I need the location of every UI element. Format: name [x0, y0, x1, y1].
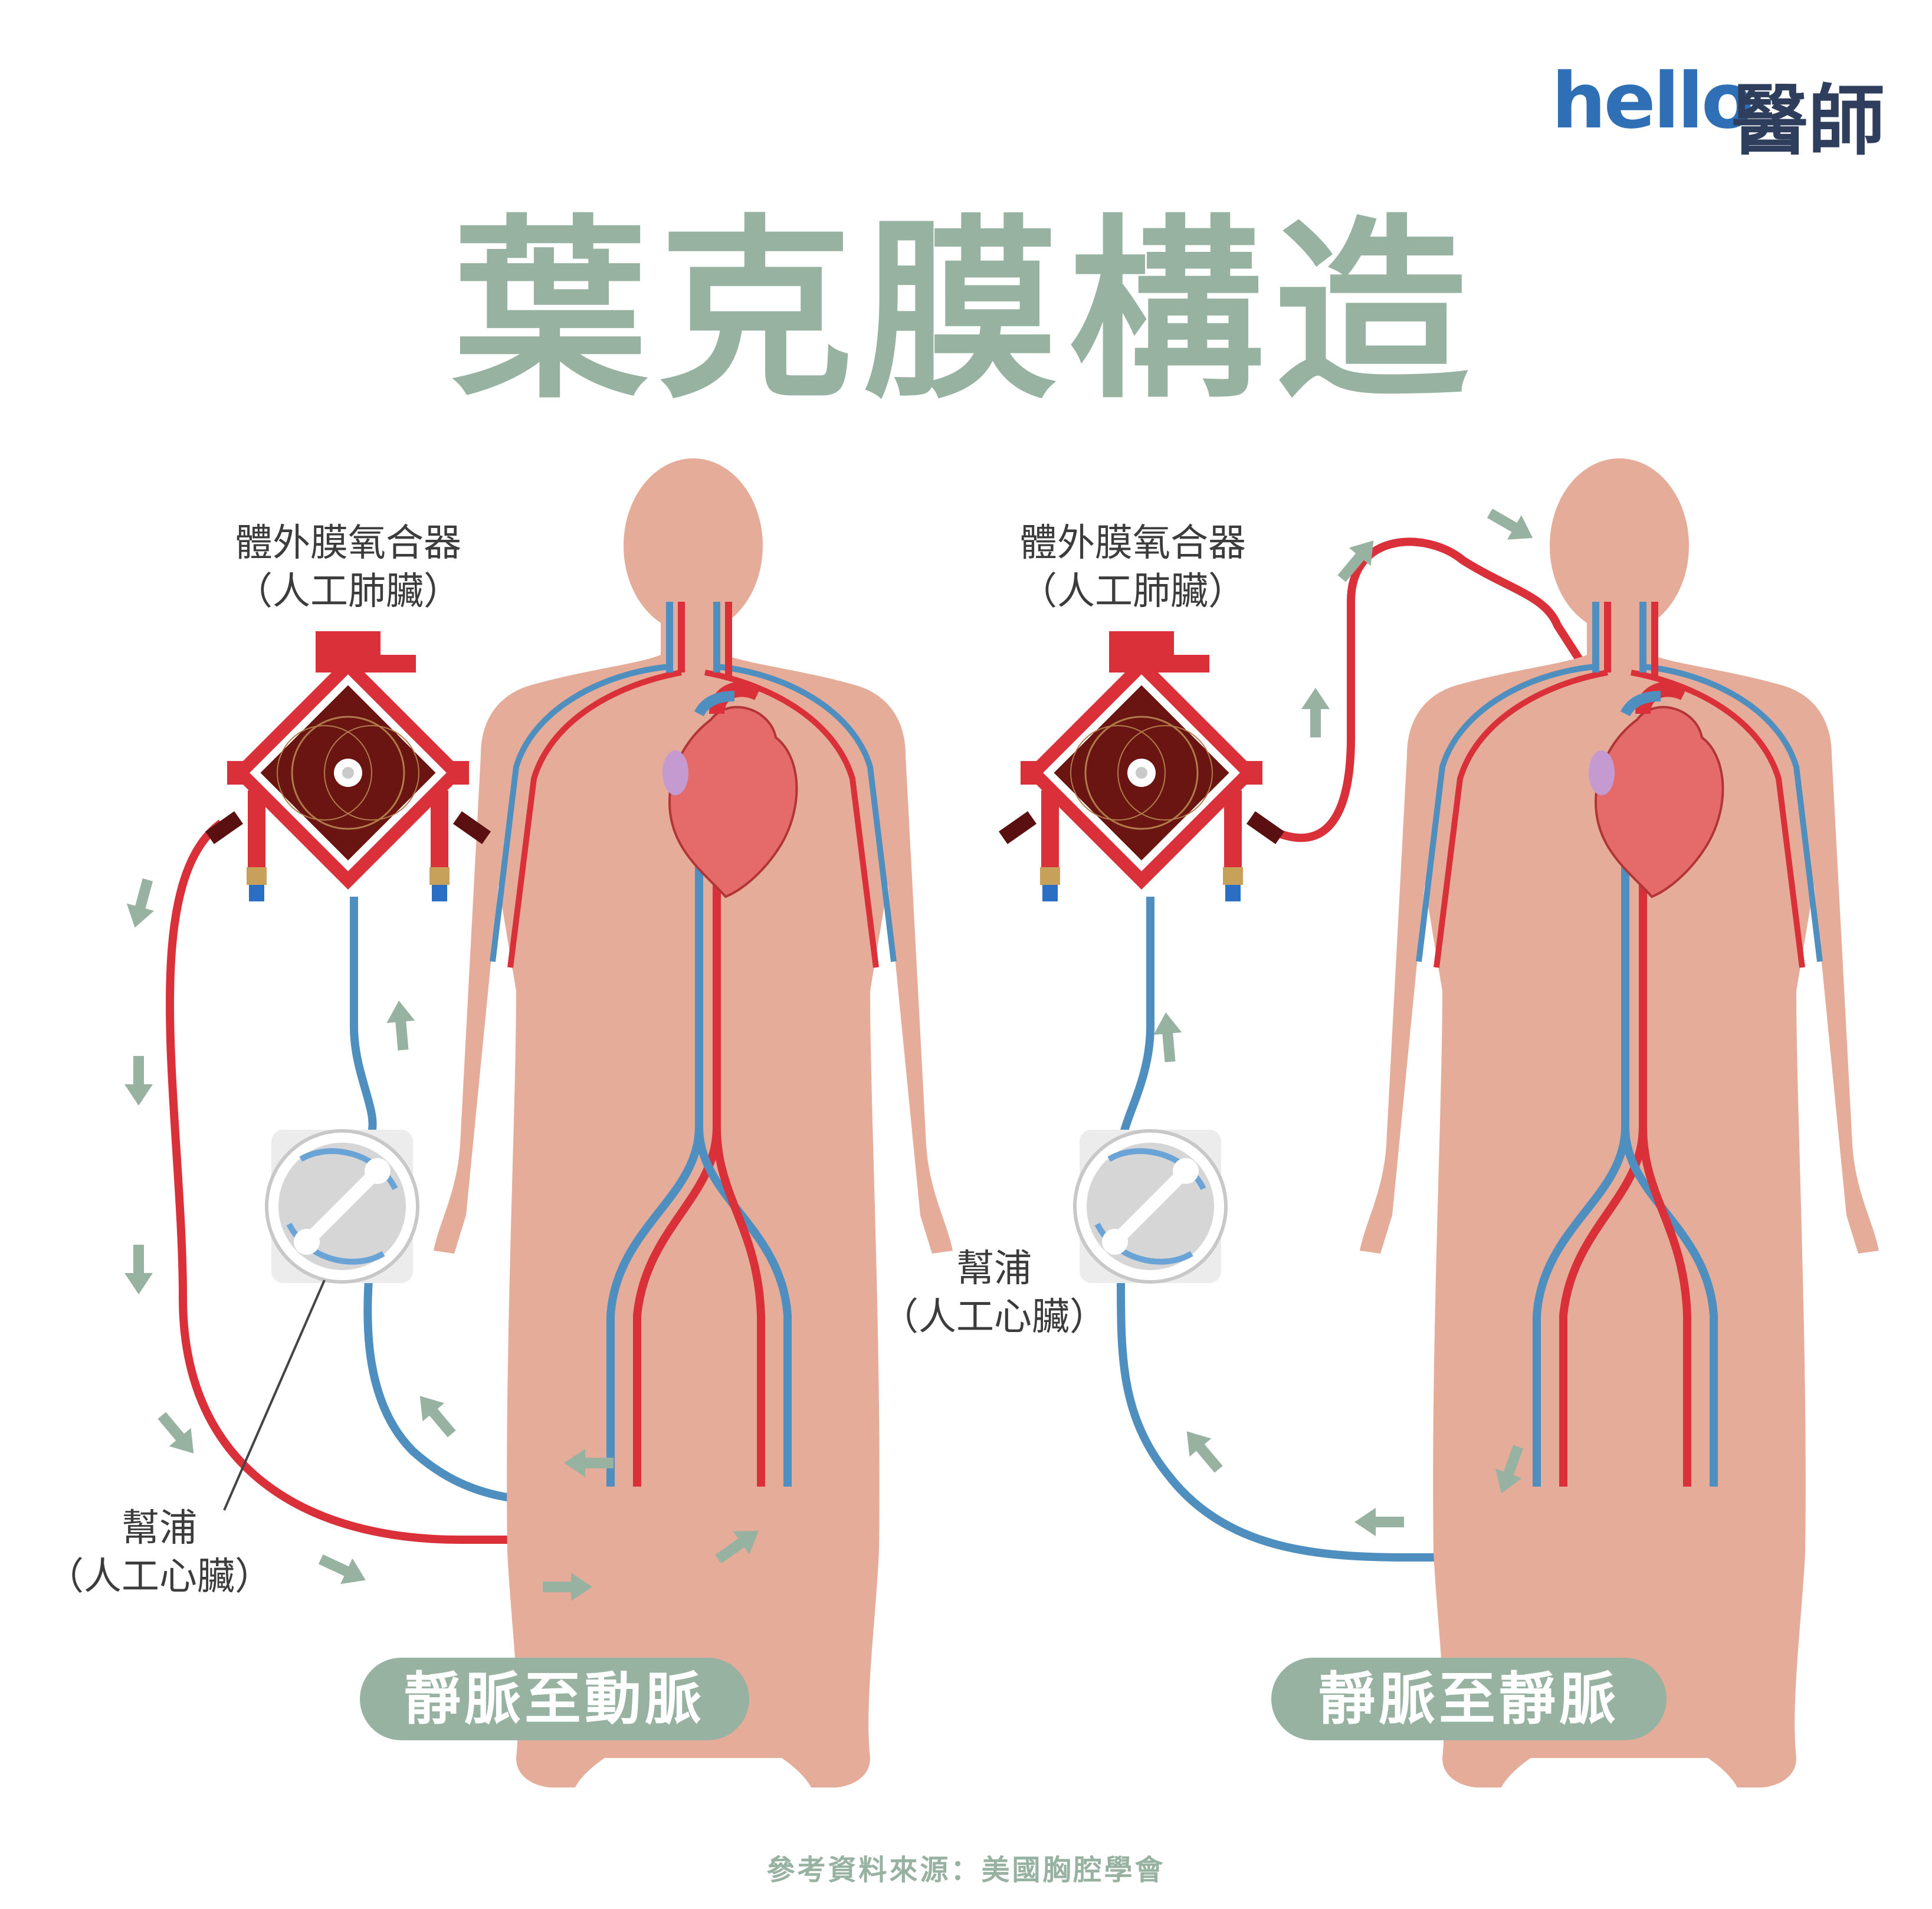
vv-flow-arrow [1354, 1508, 1404, 1536]
vv-pump-label: 幫浦 （人工心臟） [870, 1245, 1118, 1341]
va-flow-arrow [151, 1406, 205, 1462]
va-body [434, 458, 953, 1787]
va-oxygenator [204, 630, 492, 903]
va-pump-label: 幫浦 （人工心臟） [35, 1504, 283, 1601]
va-pump-label-line1: 幫浦 [122, 1507, 197, 1550]
va-oxygenator-label: 體外膜氧合器 （人工肺臟） [215, 519, 481, 616]
brand-logo-cjk: 醫師 [1731, 76, 1885, 166]
vv-flow-arrow [1301, 688, 1330, 737]
vv-oxygenator-label: 體外膜氧合器 （人工肺臟） [1000, 519, 1265, 616]
va-flow-arrow [315, 1546, 372, 1593]
va-flow-arrow [124, 1056, 153, 1106]
va-mode-pill: 靜脈至動脈 [360, 1658, 749, 1740]
va-oxygenator-label-line2: （人工肺臟） [235, 570, 461, 614]
vv-oxygenator [998, 630, 1285, 903]
vv-return-tube [1260, 537, 1614, 842]
vv-flow-arrow [1176, 1422, 1229, 1478]
va-oxygenator-label-line1: 體外膜氧合器 [235, 521, 461, 565]
vv-oxygenator-label-line2: （人工肺臟） [1019, 570, 1246, 614]
page-title: 葉克膜構造 [452, 198, 1480, 425]
va-flow-arrow [121, 876, 161, 931]
vv-mode-pill: 靜脈至靜脈 [1271, 1658, 1667, 1740]
vv-panel [998, 458, 1879, 1787]
va-pump-label-line2: （人工心臟） [46, 1555, 273, 1599]
brand-logo-latin: hello [1551, 56, 1754, 146]
vv-pump-label-line1: 幫浦 [956, 1247, 1032, 1291]
va-panel [121, 458, 953, 1787]
vv-flow-arrow [1482, 501, 1540, 550]
vv-oxygenator-label-line1: 體外膜氧合器 [1019, 521, 1246, 565]
va-flow-arrow [385, 999, 417, 1051]
vv-flow-arrow [1152, 1011, 1184, 1063]
source-note: 參考資料來源：美國胸腔學會 [766, 1854, 1166, 1887]
va-flow-arrow [124, 1245, 153, 1294]
vv-pump-label-line2: （人工心臟） [881, 1295, 1107, 1339]
va-flow-arrow [409, 1387, 463, 1443]
va-pump [267, 1130, 418, 1283]
va-pump-leader [223, 1280, 326, 1511]
vv-body [1360, 458, 1879, 1787]
